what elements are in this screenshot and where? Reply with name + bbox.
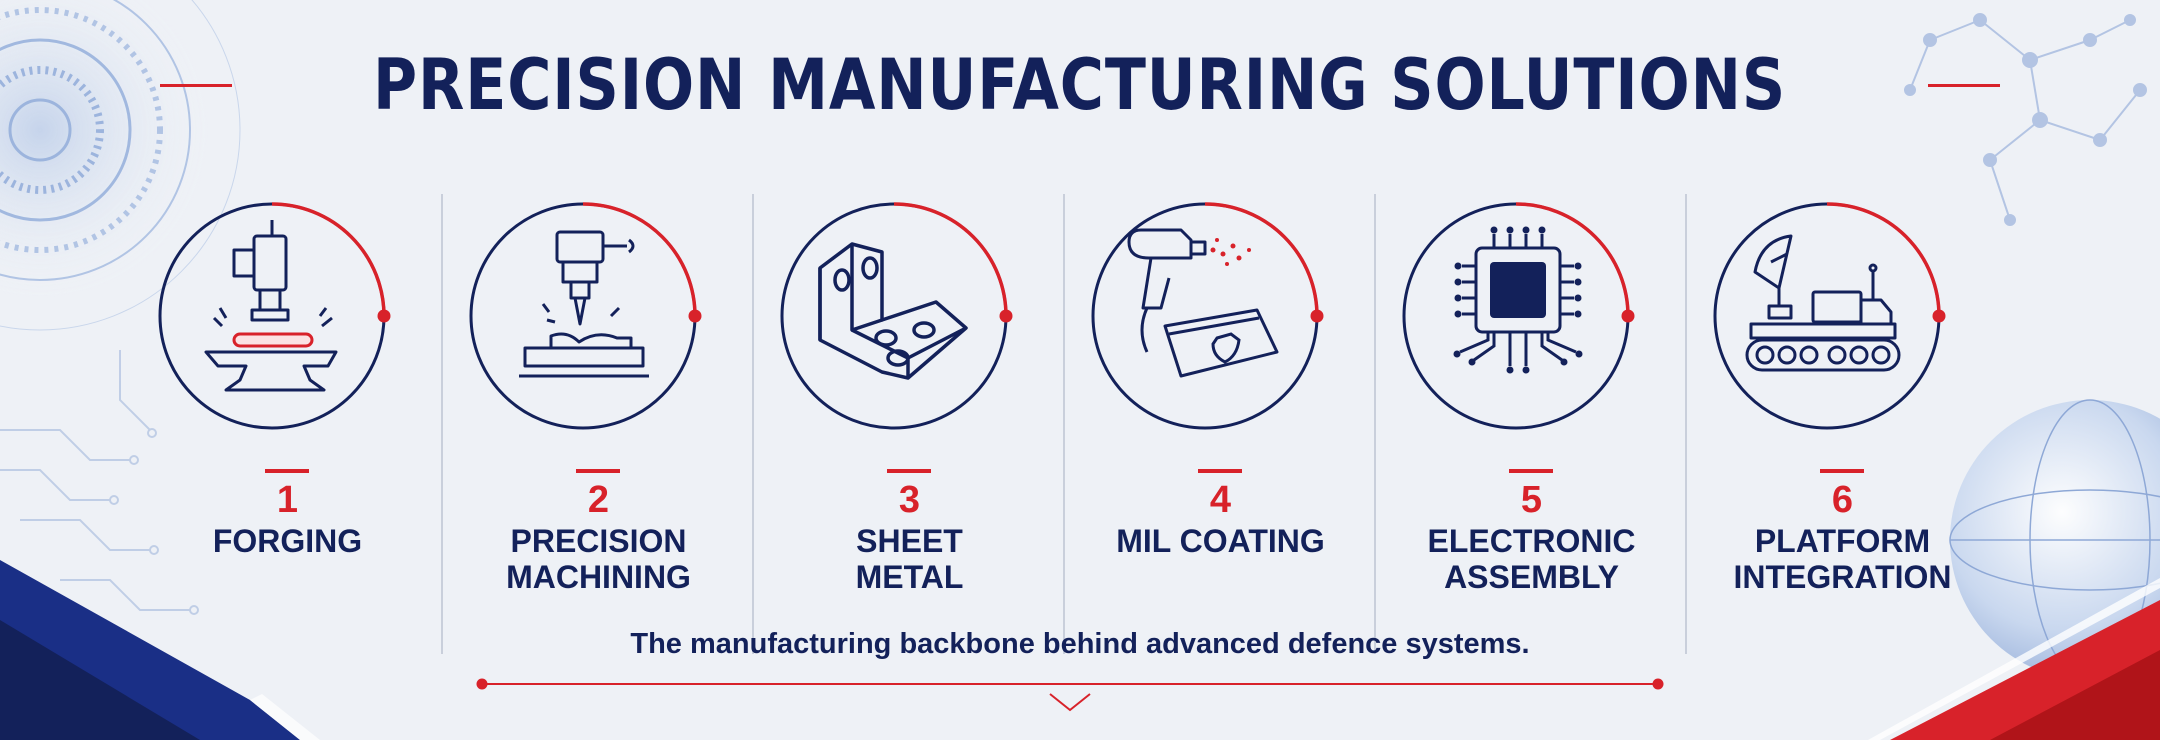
header: PRECISION MANUFACTURING SOLUTIONS xyxy=(0,40,2160,130)
title-line-right xyxy=(1927,83,2000,87)
step-number: 5 xyxy=(1520,479,1543,521)
divider xyxy=(1685,194,1687,654)
cnc-mill-icon xyxy=(469,202,702,430)
bracket-icon xyxy=(780,202,1013,430)
molecule-decoration xyxy=(1904,13,2147,226)
step-number: 3 xyxy=(898,479,921,521)
step-number: 2 xyxy=(587,479,610,521)
process-steps: 1 FORGING xyxy=(132,180,2010,654)
swirl-decoration xyxy=(0,0,241,331)
step-electronic-assembly: 5 ELECTRONIC ASSEMBLY xyxy=(1376,180,1687,620)
tagline-underline xyxy=(476,678,1664,712)
step-number-bar xyxy=(1820,469,1864,473)
microchip-icon xyxy=(1402,202,1635,430)
tracked-vehicle-radar-icon xyxy=(1713,202,1946,430)
title-line-left xyxy=(160,83,233,87)
step-precision-machining: 2 PRECISION MACHINING xyxy=(443,180,754,620)
step-number-bar xyxy=(887,469,931,473)
step-platform-integration: 6 PLATFORM INTEGRATION xyxy=(1687,180,1998,620)
step-number-bar xyxy=(265,469,309,473)
step-label: PRECISION MACHINING xyxy=(506,523,691,595)
step-number-bar xyxy=(1509,469,1553,473)
step-forging: 1 FORGING xyxy=(132,180,443,620)
step-mil-coating: 4 MIL COATING xyxy=(1065,180,1376,620)
step-label: FORGING xyxy=(212,523,363,559)
corner-accent-right xyxy=(1868,578,2160,740)
step-number: 4 xyxy=(1209,479,1232,521)
divider xyxy=(441,194,443,654)
spray-gun-icon xyxy=(1091,202,1324,430)
divider xyxy=(752,194,754,654)
step-label: ELECTRONIC ASSEMBLY xyxy=(1427,523,1636,595)
step-label: SHEET METAL xyxy=(855,523,964,595)
step-number: 1 xyxy=(276,479,299,521)
step-number: 6 xyxy=(1831,479,1854,521)
divider xyxy=(1063,194,1065,654)
divider xyxy=(1374,194,1376,654)
page-title: PRECISION MANUFACTURING SOLUTIONS xyxy=(373,44,1787,126)
step-number-bar xyxy=(1198,469,1242,473)
step-number-bar xyxy=(576,469,620,473)
corner-accent-left xyxy=(0,560,320,740)
step-label: PLATFORM INTEGRATION xyxy=(1733,523,1952,595)
step-label: MIL COATING xyxy=(1116,523,1325,559)
circuit-decoration xyxy=(0,350,199,615)
step-sheet-metal: 3 SHEET METAL xyxy=(754,180,1065,620)
forging-press-icon xyxy=(158,202,391,430)
tagline: The manufacturing backbone behind advanc… xyxy=(630,628,1530,660)
